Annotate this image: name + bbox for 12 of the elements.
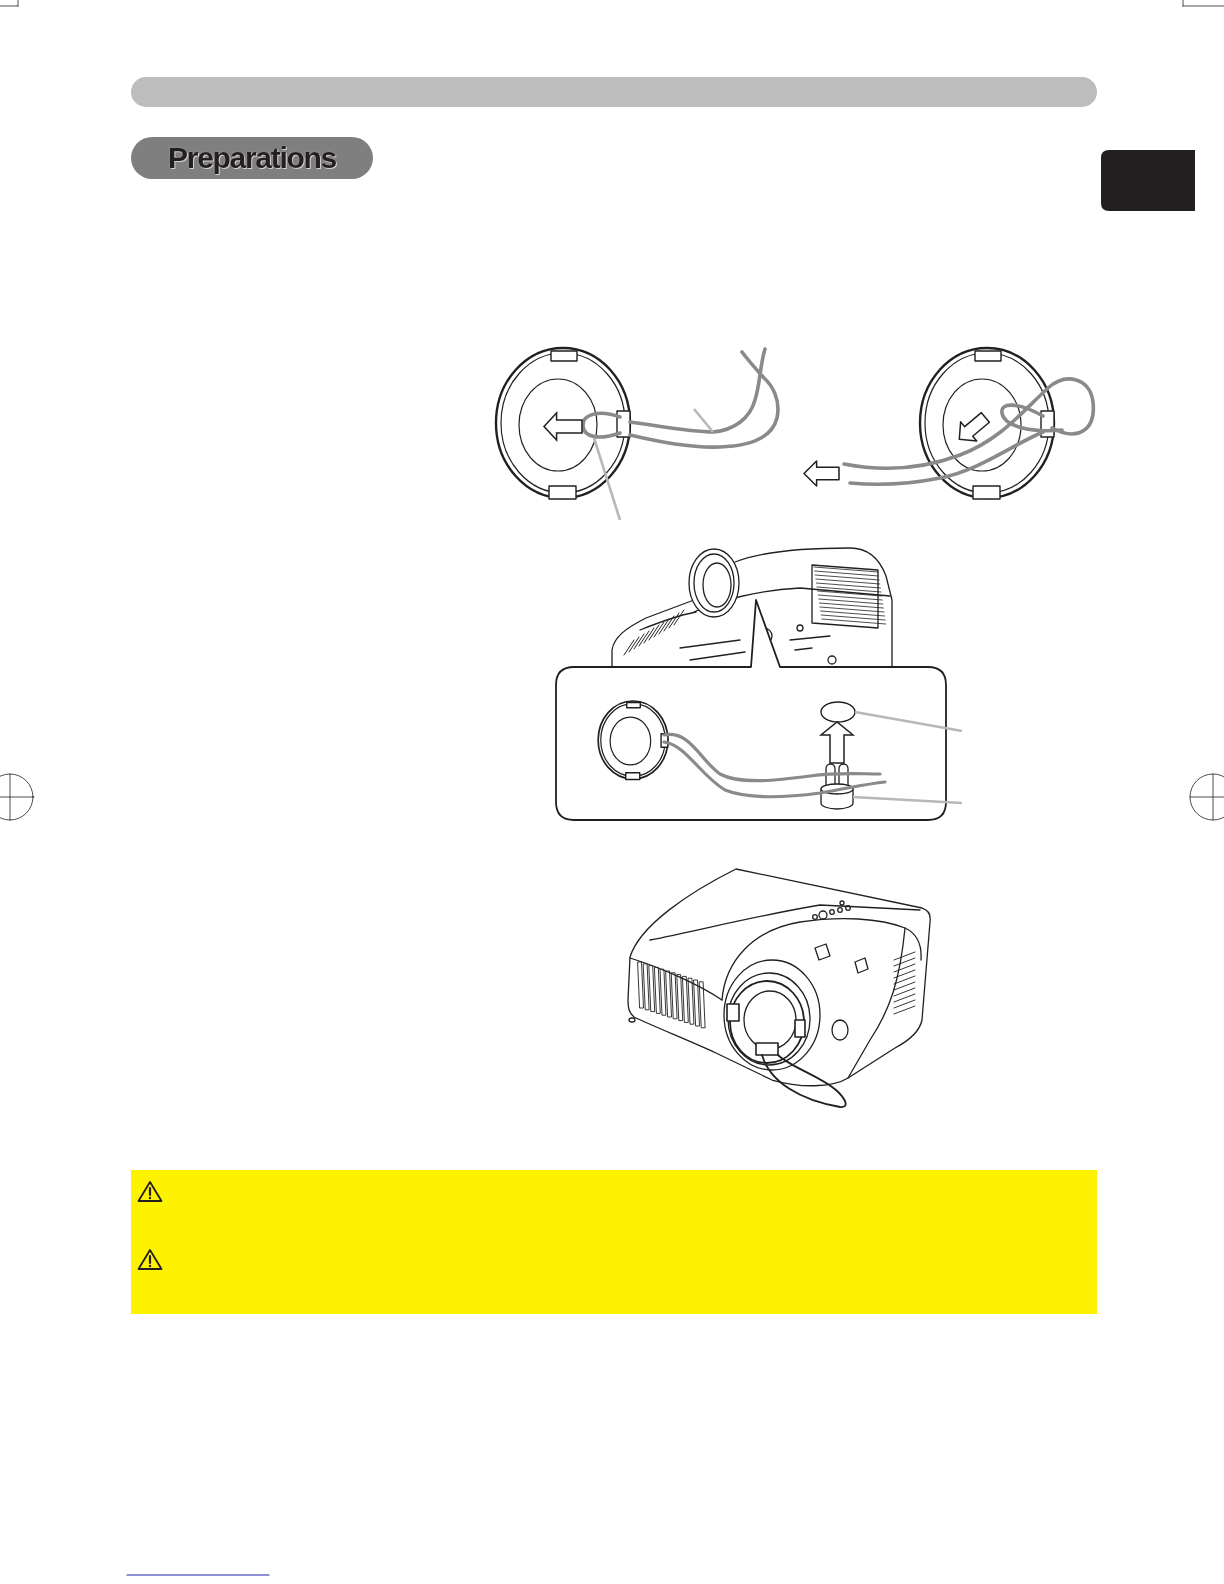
- arrow: [818, 721, 856, 764]
- leader-line: [693, 408, 714, 433]
- leader-line: [854, 710, 963, 733]
- section-heading: Preparations: [131, 137, 373, 179]
- strap-hole-post: [820, 763, 854, 810]
- leader-line: [592, 437, 622, 521]
- leader-line: [852, 795, 963, 805]
- arrow: [542, 411, 583, 442]
- rivet: [820, 701, 856, 723]
- strap: [628, 347, 780, 449]
- section-tab: [1101, 150, 1195, 211]
- strap-loop: [581, 411, 622, 439]
